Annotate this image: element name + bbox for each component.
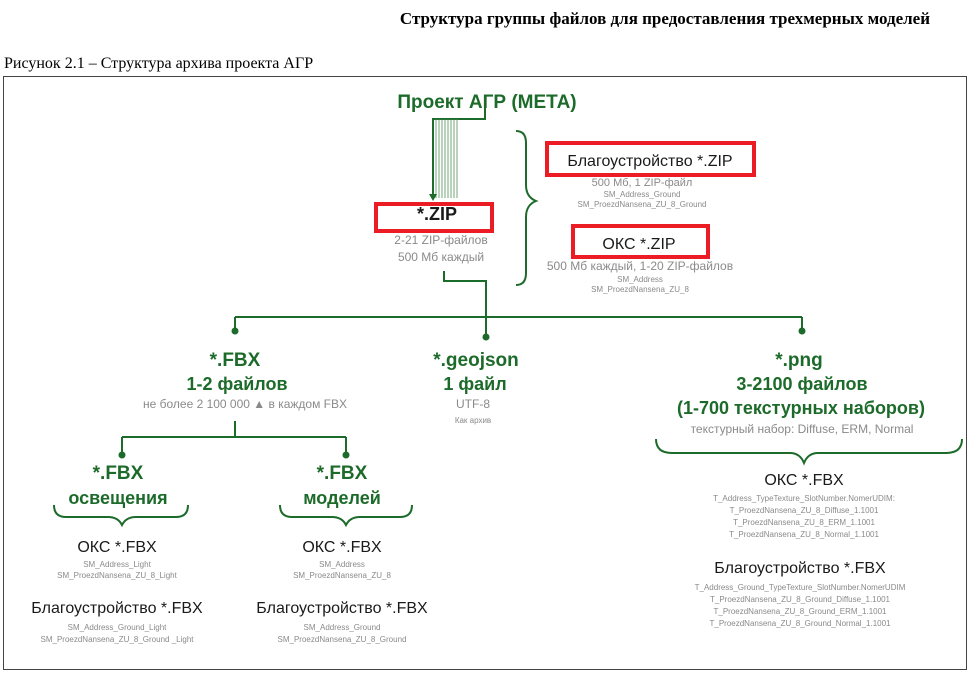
zip-node-label: *.ZIP — [416, 204, 458, 224]
oks-zip-pattern-1: SM_Address — [617, 275, 663, 284]
connector-lines — [53, 106, 963, 528]
geojson-encoding: UTF-8 — [456, 397, 490, 411]
blago-zip-label: Благоустройство *.ZIP — [567, 153, 733, 170]
png-set-desc: текстурный набор: Diffuse, ERM, Normal — [690, 422, 914, 436]
oks-zip-desc: 500 Мб каждый, 1-20 ZIP-файлов — [546, 259, 734, 273]
blago-zip-highlight-box — [545, 141, 756, 177]
png-oks-line-3: T_ProezdNansena_ZU_8_ERM_1.1001 — [733, 518, 875, 527]
document-title: Структура группы файлов для предоставлен… — [399, 9, 930, 28]
fbx-models-label-1: *.FBX — [316, 463, 368, 484]
blago-zip-desc: 500 Мб, 1 ZIP-файл — [591, 177, 693, 189]
fbx-note: не более 2 100 000 ▲ в каждом FBX — [142, 397, 348, 411]
zip-count: 2-21 ZIP-файлов — [394, 233, 488, 247]
png-oks-line-4: T_ProezdNansena_ZU_8_Normal_1.1001 — [729, 530, 879, 539]
zip-size: 500 Мб каждый — [397, 250, 485, 264]
root-node-label: Проект АГР (МЕТА) — [397, 92, 577, 113]
fbx-models-oks-label: ОКС *.FBX — [302, 539, 382, 556]
png-node-label: *.png — [775, 350, 823, 371]
png-blago-label: Благоустройство *.FBX — [714, 560, 886, 577]
oks-zip-pattern-2: SM_ProezdNansena_ZU_8 — [591, 285, 689, 294]
fbx-models-blago-pattern-1: SM_Address_Ground — [303, 623, 381, 632]
fbx-light-oks-pattern-1: SM_Address_Light — [83, 560, 151, 569]
png-oks-line-2: T_ProezdNansena_ZU_8_Diffuse_1.1001 — [729, 506, 879, 515]
fbx-node-label: *.FBX — [209, 350, 261, 371]
geojson-note: Как архив — [454, 416, 492, 425]
png-blago-line-4: T_ProezdNansena_ZU_8_Ground_Normal_1.100… — [709, 619, 891, 628]
png-count: 3-2100 файлов — [736, 374, 868, 394]
png-sets: (1-700 текстурных наборов) — [677, 398, 925, 418]
oks-zip-label: ОКС *.ZIP — [602, 236, 676, 253]
blago-zip-pattern-2: SM_ProezdNansena_ZU_8_Ground — [577, 200, 707, 209]
fbx-models-label-2: моделей — [303, 488, 381, 508]
png-blago-line-1: T_Address_Ground_TypeTexture_SlotNumber.… — [694, 583, 906, 592]
png-blago-line-2: T_ProezdNansena_ZU_8_Ground_Diffuse_1.10… — [710, 595, 890, 604]
fbx-models-blago-label: Благоустройство *.FBX — [256, 600, 428, 617]
png-blago-line-3: T_ProezdNansena_ZU_8_Ground_ERM_1.1001 — [713, 607, 887, 616]
fbx-light-blago-pattern-2: SM_ProezdNansena_ZU_8_Ground _Light — [40, 635, 194, 644]
fbx-light-oks-pattern-2: SM_ProezdNansena_ZU_8_Light — [57, 571, 177, 580]
zip-highlight-box — [374, 202, 494, 233]
geojson-count: 1 файл — [443, 374, 507, 394]
fbx-light-label-2: освещения — [68, 488, 168, 508]
fbx-light-label-1: *.FBX — [92, 463, 144, 484]
geojson-node-label: *.geojson — [433, 350, 519, 371]
blago-zip-pattern-1: SM_Address_Ground — [603, 190, 681, 199]
diagram-frame: Проект АГР (МЕТА) *.ZIP 2-21 ZIP-файлов … — [3, 76, 967, 670]
fbx-light-blago-pattern-1: SM_Address_Ground_Light — [67, 623, 167, 632]
figure-caption: Рисунок 2.1 – Структура архива проекта А… — [4, 55, 314, 72]
fbx-models-oks-pattern-2: SM_ProezdNansena_ZU_8 — [293, 571, 391, 580]
png-oks-label: ОКС *.FBX — [764, 472, 844, 489]
fbx-count: 1-2 файлов — [186, 374, 288, 394]
oks-zip-highlight-box — [571, 224, 710, 259]
fbx-models-blago-pattern-2: SM_ProezdNansena_ZU_8_Ground — [277, 635, 407, 644]
fbx-light-oks-label: ОКС *.FBX — [77, 539, 157, 556]
fbx-light-blago-label: Благоустройство *.FBX — [31, 600, 203, 617]
png-oks-line-1: T_Address_TypeTexture_SlotNumber.NomerUD… — [713, 494, 895, 503]
fbx-models-oks-pattern-1: SM_Address — [319, 560, 365, 569]
